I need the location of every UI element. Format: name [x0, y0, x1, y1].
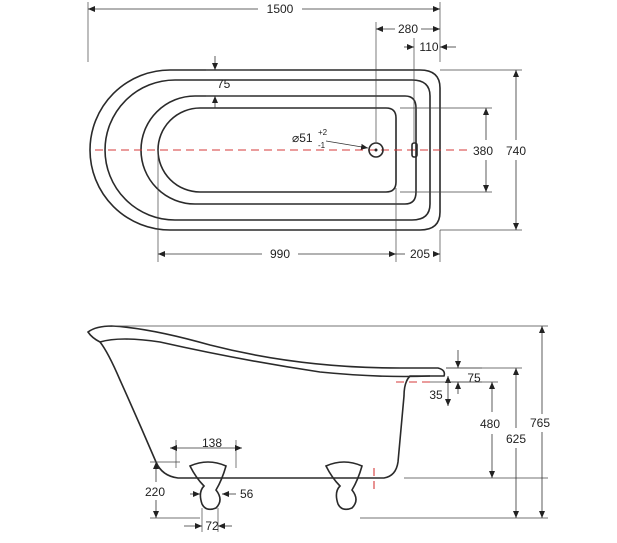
dim-end-length: 205 — [410, 247, 430, 261]
dim-overflow-offset: 110 — [419, 40, 438, 54]
tub-outer-rim — [89, 69, 441, 231]
overflow-outlet — [411, 142, 418, 158]
dim-waste-height: 480 — [480, 417, 500, 431]
plan-view: 1500 280 110 75 ⌀51 +2 -1 380 740 — [87, 2, 526, 262]
right-foot — [324, 461, 363, 511]
dim-foot-spacing: 138 — [202, 436, 222, 450]
dim-overall-width: 740 — [506, 144, 526, 158]
dim-foot-height: 220 — [145, 485, 165, 499]
tub-basin-step — [140, 95, 417, 205]
dim-inner-length: 990 — [270, 247, 290, 261]
dim-foot-width: 56 — [240, 487, 254, 501]
dim-rim-width: 75 — [217, 77, 231, 91]
tub-side-body — [86, 325, 446, 479]
dim-inner-width: 380 — [473, 144, 493, 158]
dim-rim-drop: 75 — [467, 371, 481, 385]
dim-waste-tol-minus: -1 — [318, 141, 326, 150]
dim-waste-diameter: ⌀51 — [292, 131, 313, 145]
dim-waste-tol-plus: +2 — [318, 128, 328, 137]
dim-overall-length: 1500 — [267, 2, 294, 16]
tub-rim-inner-line — [104, 79, 431, 221]
left-foot — [188, 461, 227, 511]
tub-basin-floor — [157, 107, 397, 193]
waste-outlet-center — [374, 148, 378, 152]
dim-overflow-drop: 35 — [429, 388, 443, 402]
dim-foot-base: 72 — [205, 519, 219, 533]
dim-overall-height: 765 — [530, 416, 550, 430]
dim-rim-height: 625 — [506, 432, 526, 446]
tub-side-rim-line — [99, 338, 431, 378]
waste-outlet — [368, 142, 384, 158]
dim-waste-offset: 280 — [398, 22, 418, 36]
side-view: 138 220 56 72 75 35 480 — [86, 325, 550, 533]
